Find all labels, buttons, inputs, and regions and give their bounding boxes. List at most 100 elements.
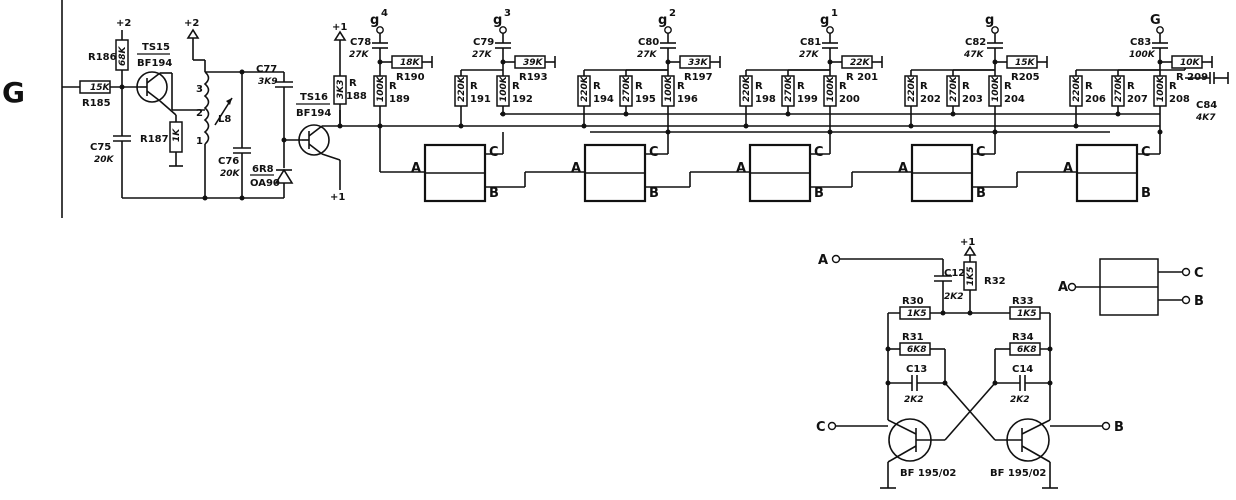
svg-text:BF 195/02: BF 195/02 [900,468,956,479]
svg-text:R31: R31 [902,332,924,343]
tap-terminal-4 [826,26,834,34]
load-value-4: 22K [850,58,871,68]
svg-text:R34: R34 [1012,332,1034,343]
r192-value: 100K [499,75,509,102]
tap-label-5: g [985,13,994,28]
svg-text:C13: C13 [906,364,927,375]
r206-value: 220K [1072,75,1082,102]
r194-ref: R [593,81,601,92]
tap-sup-3: 2 [669,8,676,19]
svg-text:+1: +1 [960,237,975,248]
svg-text:+2: +2 [184,18,199,29]
r202-ref: R [920,81,928,92]
svg-text:TS16: TS16 [300,92,328,103]
transistor-ts15 [136,71,168,103]
legend-port-b [1181,295,1191,305]
resistor-r33 [1009,306,1041,320]
capacitor-c84: C84 4K7 [1160,68,1229,123]
ts15-stage: +2 68K R186 C75 20K TS15 BF194 1K R187 [88,18,205,198]
input-section: G 15K R185 [2,0,140,218]
r204-ref: R [1004,81,1012,92]
cap-value-6: 100K [1129,50,1156,60]
ff-port-a-1: A [411,161,421,176]
load-value-6: 10K [1180,58,1201,68]
r206-ref: R [1085,81,1093,92]
r189-ref: R [389,81,397,92]
svg-text:B: B [1194,294,1204,309]
legend-port-c [1181,267,1191,277]
input-label: G [2,76,25,109]
r196-num: 196 [677,94,698,105]
r204-num: 204 [1004,94,1025,105]
detail-port-b [1101,421,1111,431]
r203-num: 203 [962,94,983,105]
cap-value-3: 27K [637,50,658,60]
r199-ref: R [797,81,805,92]
r195-num: 195 [635,94,656,105]
ff-port-a-2: A [571,161,581,176]
load-value-3: 33K [688,58,709,68]
svg-text:188: 188 [346,91,367,102]
r191-num: 191 [470,94,491,105]
r199-num: 199 [797,94,818,105]
r207-value: 270K [1114,75,1124,102]
r192-num: 192 [512,94,533,105]
coil-l8: 3 2 1 L8 C76 20K [122,60,284,201]
ff-port-b-1: B [489,186,499,201]
tap-terminal-3 [664,26,672,34]
svg-text:2K2: 2K2 [944,292,964,302]
cap-ref-4: C81 [800,37,821,48]
r203-value: 270K [949,75,959,102]
r196-ref: R [677,81,685,92]
tap-terminal-1 [376,26,384,34]
svg-text:2K2: 2K2 [1010,395,1030,405]
svg-text:6K8: 6K8 [1017,345,1037,355]
r208-value: 100K [1156,75,1166,102]
ff-port-a-4: A [898,161,908,176]
r198-ref: R [755,81,763,92]
resistor-r30 [899,306,931,320]
tap-terminal-2 [499,26,507,34]
svg-text:A: A [818,253,828,268]
tap-sup-1: 4 [381,8,388,19]
svg-text:TS15: TS15 [142,42,170,53]
svg-text:A: A [1058,280,1068,295]
tap-terminal-5 [991,26,999,34]
r189-num: 189 [389,94,410,105]
cap-ref-3: C80 [638,37,659,48]
r200-ref: R [839,81,847,92]
svg-text:C77: C77 [256,64,277,75]
svg-text:3K9: 3K9 [258,77,278,87]
r195-ref: R [635,81,643,92]
svg-text:C: C [816,420,826,435]
tap-label-4: g [820,13,829,28]
transistor-ts16 [298,124,330,156]
cap-value-4: 27K [799,50,820,60]
load-ref-5: R205 [1011,72,1040,83]
svg-text:4K7: 4K7 [1195,113,1216,123]
r202-value: 220K [907,75,917,102]
svg-text:OA90: OA90 [250,178,280,189]
load-ref-4: R 201 [846,72,878,83]
r198-value: 220K [742,75,752,102]
ff-port-b-4: B [976,186,986,201]
ff-port-c-1: C [489,145,499,160]
svg-text:C: C [1194,266,1204,281]
svg-text:3: 3 [196,84,203,95]
load-value-2: 39K [523,58,544,68]
load-ref-2: R193 [519,72,548,83]
ff-port-c-3: C [814,145,824,160]
svg-text:R32: R32 [984,276,1006,287]
svg-text:68K: 68K [118,45,128,66]
cap-value-2: 27K [472,50,493,60]
svg-text:+1: +1 [330,192,345,203]
svg-text:B: B [1114,420,1124,435]
ff-port-c-2: C [649,145,659,160]
r200-num: 200 [839,94,860,105]
svg-text:15K: 15K [90,83,111,93]
r196-value: 100K [664,75,674,102]
svg-text:20K: 20K [94,155,115,165]
svg-text:+1: +1 [332,22,347,33]
tap-label-6: G [1150,13,1161,28]
